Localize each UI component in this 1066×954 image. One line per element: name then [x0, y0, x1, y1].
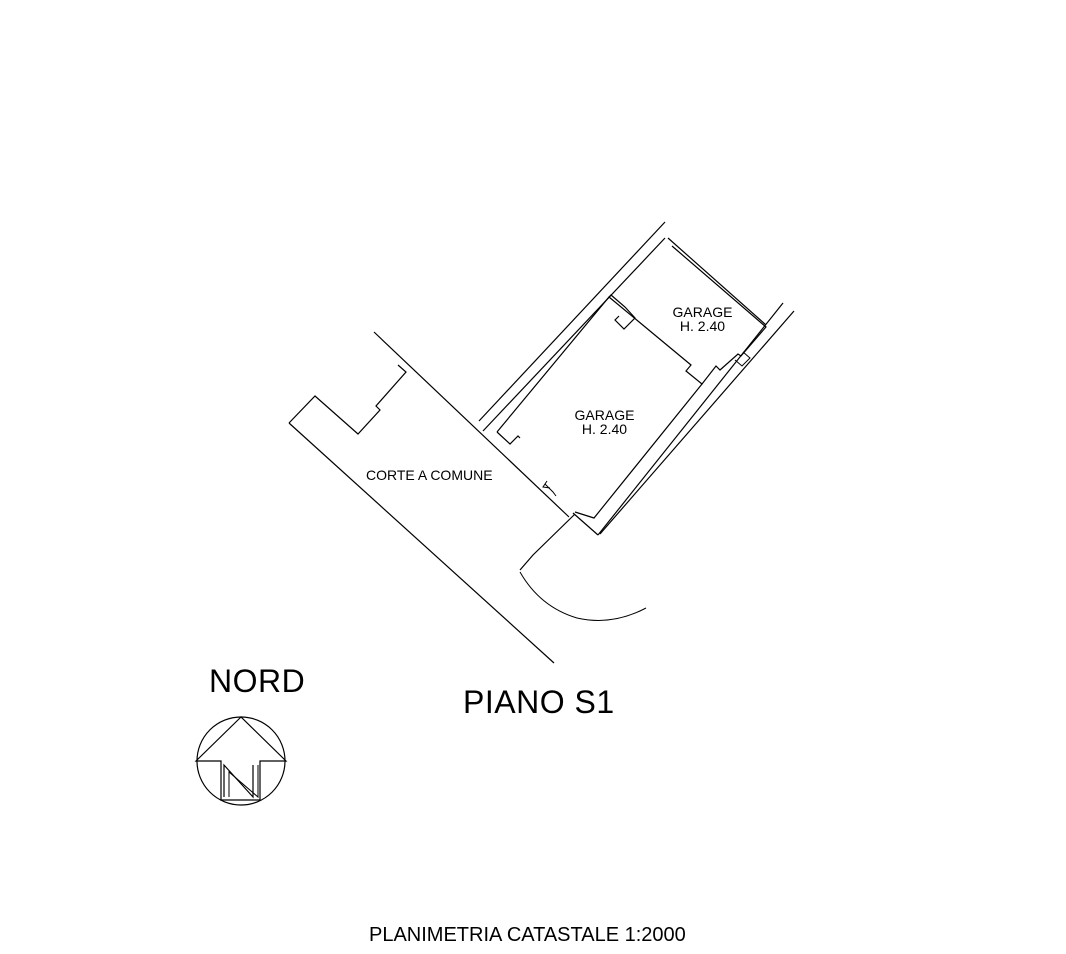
garage-outer-walls: [478, 221, 795, 536]
room-label-garage-upper: GARAGE H. 2.40: [660, 305, 745, 333]
gate-swing-arc: [519, 571, 647, 621]
north-label: NORD: [209, 663, 306, 699]
room-name: GARAGE: [672, 304, 733, 320]
plan-caption: PLANIMETRIA CATASTALE 1:2000: [369, 924, 686, 946]
garage-inner-walls: [496, 245, 767, 519]
courtyard-label: CORTE A COMUNE: [366, 467, 493, 483]
room-label-garage-lower: GARAGE H. 2.40: [562, 408, 647, 436]
room-name: GARAGE: [574, 407, 635, 423]
room-height: H. 2.40: [581, 421, 628, 437]
floor-label: PIANO S1: [463, 684, 615, 720]
north-arrow-icon: [194, 716, 288, 806]
room-height: H. 2.40: [679, 318, 726, 334]
courtyard-boundary: [288, 331, 576, 664]
